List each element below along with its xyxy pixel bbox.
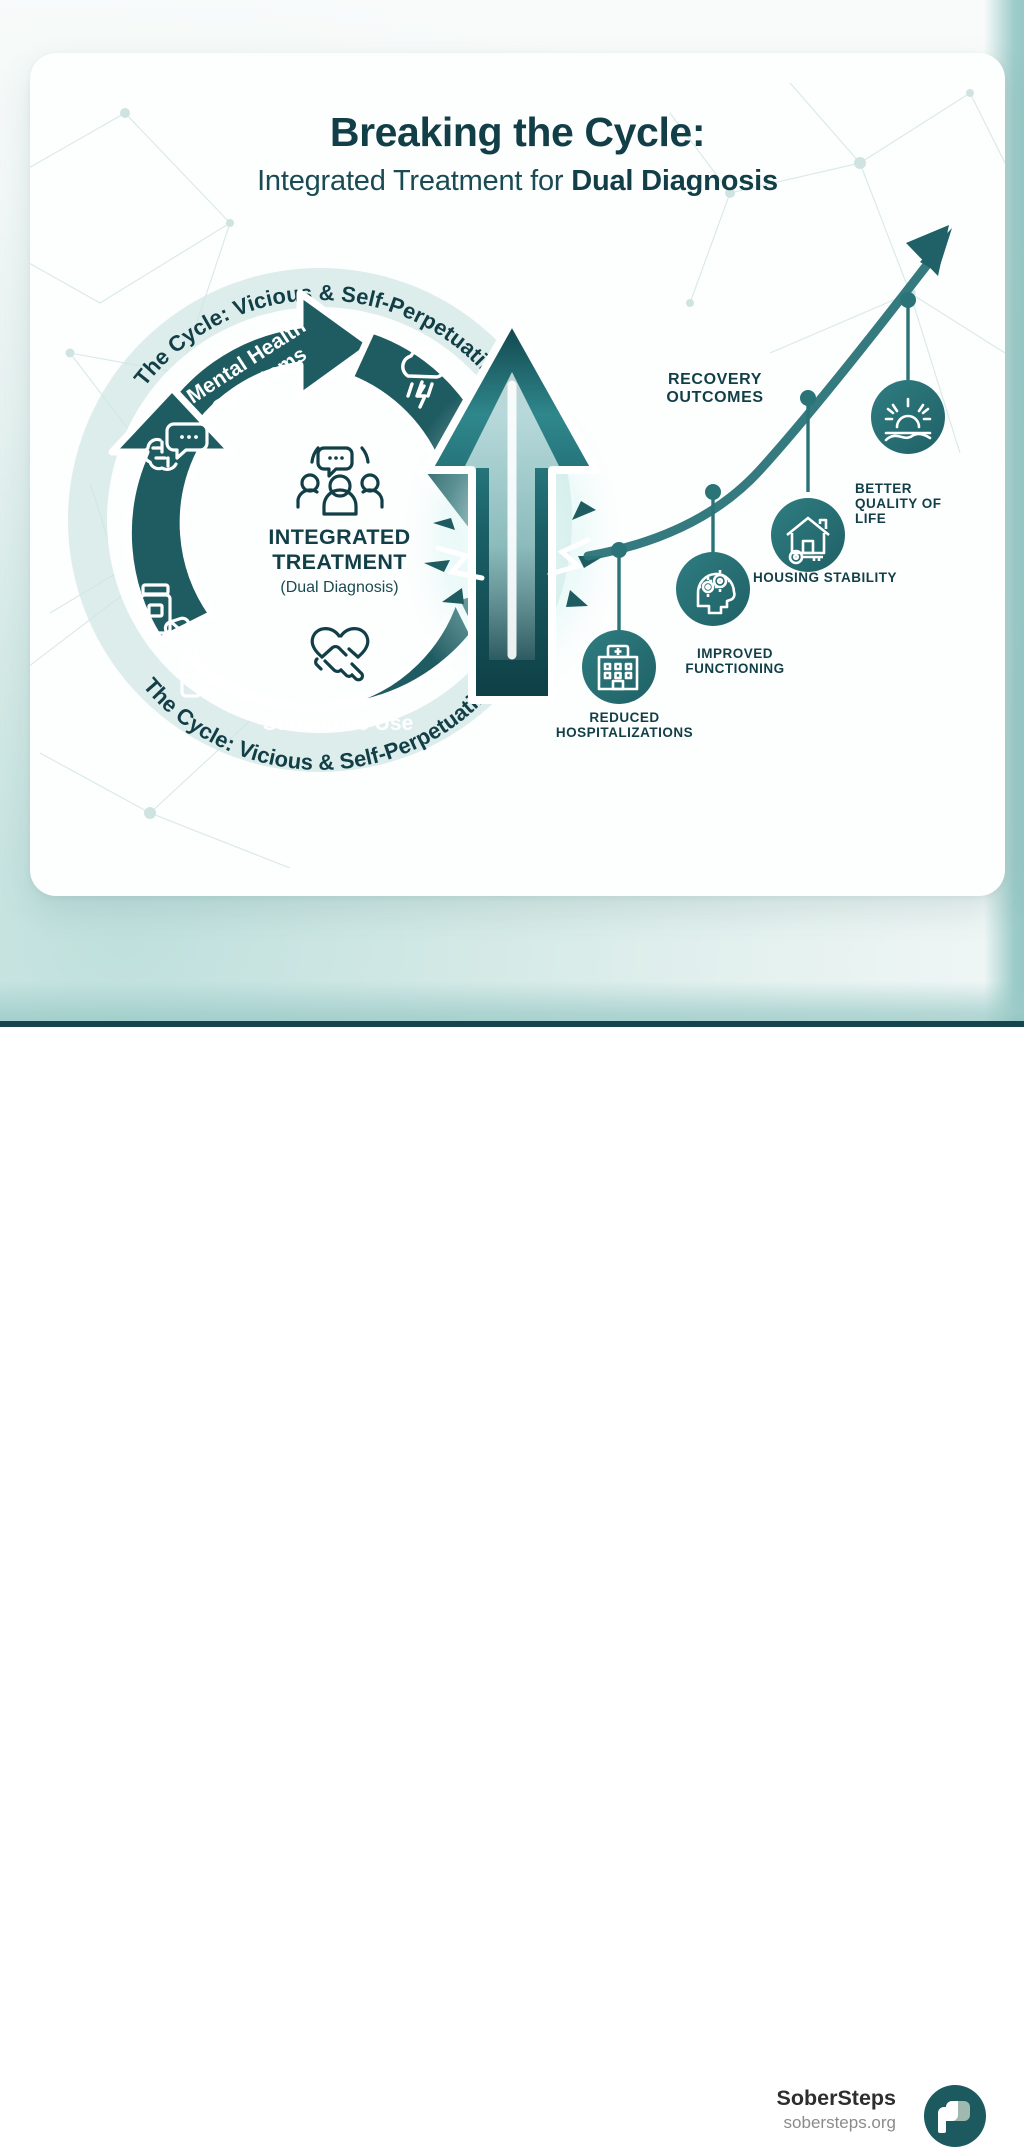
title-subtitle: Integrated Treatment for Dual Diagnosis [30, 165, 1005, 198]
brand-block: SoberSteps sobersteps.org [777, 2086, 896, 2134]
sobersteps-logo [924, 2085, 986, 2147]
title-main: Breaking the Cycle: [329, 109, 706, 155]
brand-name: SoberSteps [776, 2086, 896, 2110]
cycle-center-title: INTEGRATED TREATMENT [268, 525, 411, 574]
recovery-heading-line1: RECOVERY [667, 371, 762, 388]
page-title: Breaking the Cycle: Integrated Treatment… [30, 109, 1005, 198]
title-subtitle-prefix: Integrated Treatment for [257, 165, 572, 198]
milestone-label-improved-functioning: IMPROVED FUNCTIONING [685, 646, 785, 677]
cycle-center-subtitle: (Dual Diagnosis) [280, 579, 399, 596]
footer: SoberSteps sobersteps.org [0, 1027, 1024, 2147]
recovery-heading: RECOVERY OUTCOMES [615, 371, 815, 407]
milestone-label-reduced-hospitalizations: REDUCED HOSPITALIZATIONS [555, 710, 694, 741]
infographic-stage: Breaking the Cycle: Integrated Treatment… [0, 0, 1024, 1021]
footer-divider [0, 1021, 1024, 1027]
cycle-node-substance-use: Substance Use [262, 712, 414, 735]
brand-url: sobersteps.org [783, 2112, 896, 2132]
infographic-card: Breaking the Cycle: Integrated Treatment… [30, 53, 1005, 896]
recovery-heading-line2: OUTCOMES [666, 388, 764, 406]
milestone-label-housing-stability: HOUSING STABILITY [752, 570, 897, 585]
title-subtitle-emphasis: Dual Diagnosis [571, 165, 778, 198]
stage-edge-bottom [0, 981, 1024, 1021]
milestone-label-better-quality-of-life: BETTER QUALITY OF LIFE [855, 481, 942, 527]
sobersteps-monogram-icon [938, 2101, 970, 2133]
cycle-center-label: INTEGRATED TREATMENT (Dual Diagnosis) [232, 525, 447, 597]
